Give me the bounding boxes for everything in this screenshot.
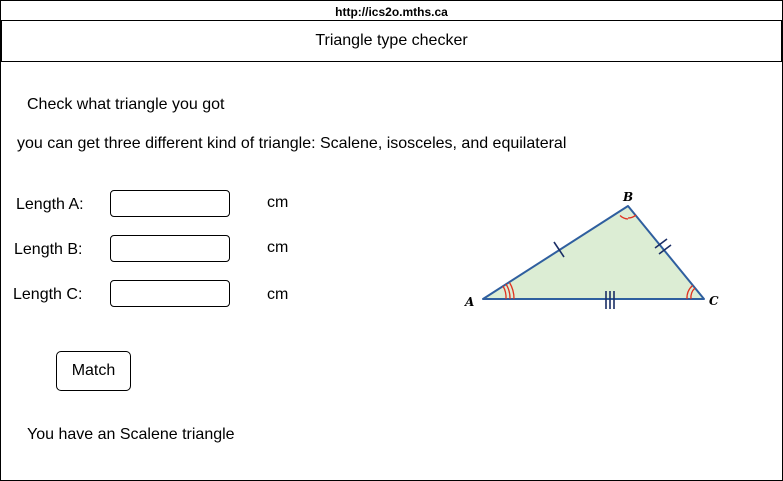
length-c-label: Length C: xyxy=(13,286,83,303)
vertex-b-label: B xyxy=(622,190,633,204)
tick-ab xyxy=(553,241,565,258)
angle-a-arc-2 xyxy=(505,283,511,300)
length-a-unit: cm xyxy=(267,194,289,211)
result-text: You have an Scalene triangle xyxy=(27,426,235,443)
tick-bc-1 xyxy=(654,238,668,249)
angle-marks xyxy=(502,214,696,300)
match-button[interactable]: Match xyxy=(56,351,131,391)
tick-bc-2 xyxy=(658,244,672,255)
angle-a-arc-3 xyxy=(508,282,515,300)
length-c-unit: cm xyxy=(267,286,289,303)
length-b-input[interactable] xyxy=(110,235,230,262)
page-title: Triangle type checker xyxy=(315,32,468,49)
length-b-unit: cm xyxy=(267,239,289,256)
length-c-input[interactable] xyxy=(110,280,230,307)
angle-b-arc-2 xyxy=(627,214,637,219)
angle-a-arc-1 xyxy=(502,285,507,300)
angle-c-arc-1 xyxy=(690,287,696,300)
vertex-c-label: C xyxy=(709,294,719,308)
tick-marks xyxy=(553,238,672,309)
angle-c-arc-2 xyxy=(686,285,693,300)
triangle-diagram: A B C xyxy=(464,190,719,309)
intro-heading: Check what triangle you got xyxy=(27,96,225,113)
url-bar[interactable]: http://ics2o.mths.ca xyxy=(335,5,448,19)
page-header: Triangle type checker xyxy=(1,20,782,62)
length-a-label: Length A: xyxy=(16,196,84,213)
vertex-a-label: A xyxy=(464,295,474,309)
triangle-shape xyxy=(482,205,705,300)
intro-description: you can get three different kind of tria… xyxy=(17,135,567,152)
angle-b-arc xyxy=(619,214,629,220)
length-a-input[interactable] xyxy=(110,190,230,217)
length-b-label: Length B: xyxy=(14,241,83,258)
